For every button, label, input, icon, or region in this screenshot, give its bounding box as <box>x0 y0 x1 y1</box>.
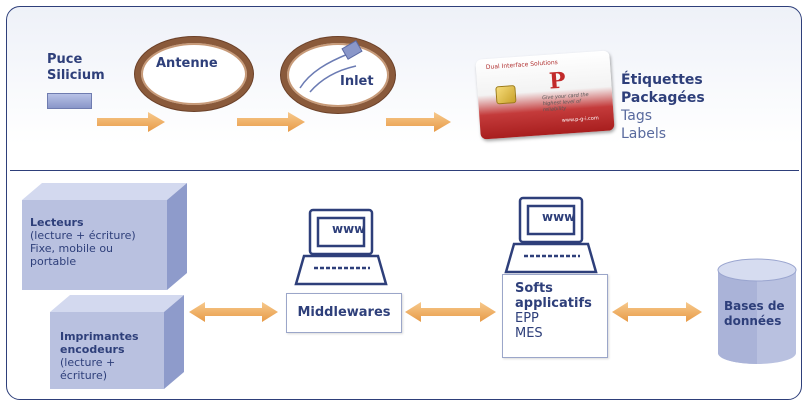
labels-bold-line2: Packagées <box>621 90 705 106</box>
labels-bold-line1: Étiquettes <box>621 72 703 88</box>
database-text: Bases de données <box>724 299 785 329</box>
printers-title-line1: Imprimantes <box>60 330 139 343</box>
card-chip-contact-icon <box>495 85 517 105</box>
printers-line1: (lecture + <box>60 356 116 369</box>
inlet-label: Inlet <box>340 74 374 89</box>
softs-title-line2: applicatifs <box>515 296 592 311</box>
antenna-label: Antenne <box>156 56 218 71</box>
softs-text: Softs applicatifs EPP MES <box>515 281 592 341</box>
inlet-ring-icon <box>281 37 395 113</box>
database-title-line1: Bases de <box>724 299 785 313</box>
printers-text: Imprimantes encodeurs (lecture + écritur… <box>60 330 162 382</box>
chip-label-line2: Silicium <box>47 68 105 83</box>
card-logo: P <box>548 67 567 95</box>
database-title-line2: données <box>724 314 782 328</box>
readers-title: Lecteurs <box>30 216 84 229</box>
chip-label: Puce Silicium <box>47 52 105 84</box>
readers-line1: (lecture + écriture) <box>30 229 136 242</box>
softs-line1: EPP <box>515 311 539 326</box>
silicon-chip-icon <box>47 93 92 109</box>
readers-text: Lecteurs (lecture + écriture) Fixe, mobi… <box>30 216 162 268</box>
card-tagline: Give your card the highest level of reli… <box>542 91 589 114</box>
softs-node: Softs applicatifs EPP MES <box>502 274 608 358</box>
middlewares-node: Middlewares <box>286 293 402 333</box>
middlewares-label: Middlewares <box>297 305 391 320</box>
tags-labels-text: Étiquettes Packagées Tags Labels <box>621 71 705 143</box>
card-url: www.p-g-i.com <box>561 115 599 124</box>
readers-line3: portable <box>30 255 77 268</box>
printers-title-line2: encodeurs <box>60 343 125 356</box>
screen-text-right: www <box>542 210 576 224</box>
card-title: Dual Interface Solutions <box>485 59 559 72</box>
printers-line2: écriture) <box>60 369 108 382</box>
softs-title-line1: Softs <box>515 281 553 296</box>
softs-line2: MES <box>515 326 543 341</box>
screen-text-left: www <box>332 222 366 236</box>
smart-card-image: Dual Interface Solutions P Give your car… <box>475 50 615 140</box>
antenna-ring-icon <box>135 37 253 111</box>
labels-soft-line2: Labels <box>621 126 667 142</box>
chip-label-line1: Puce <box>47 52 83 67</box>
readers-line2: Fixe, mobile ou <box>30 242 114 255</box>
labels-soft-line1: Tags <box>621 108 652 124</box>
section-divider <box>10 170 799 171</box>
